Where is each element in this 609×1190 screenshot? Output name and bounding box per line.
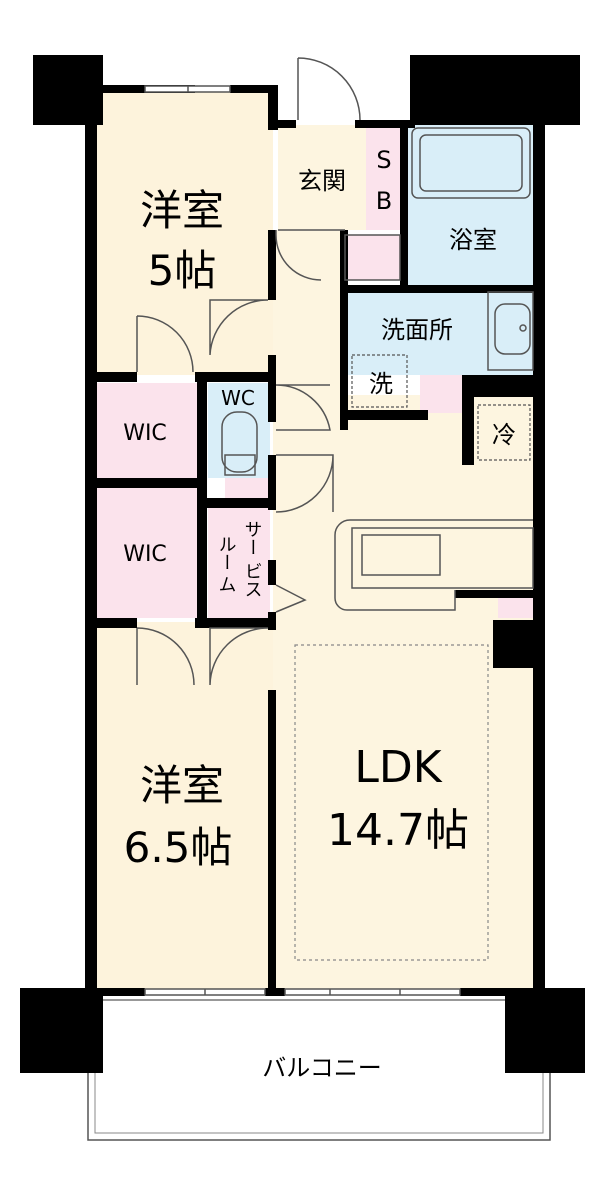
western-room-2-size: 6.5帖 bbox=[124, 823, 233, 872]
ldk-rug bbox=[294, 644, 489, 961]
entrance-floor bbox=[278, 125, 366, 230]
hall-lines bbox=[278, 229, 401, 281]
service-room-label-line-4: ム bbox=[216, 575, 237, 593]
wic-2-label: WIC bbox=[123, 542, 167, 567]
entrance-label: 玄関 bbox=[298, 167, 346, 195]
wash-basin bbox=[487, 291, 534, 371]
wic-1-label: WIC bbox=[123, 421, 167, 446]
toilet-label: WC bbox=[221, 386, 255, 410]
pillar-bottom-right bbox=[505, 988, 585, 1073]
wic-1-floor bbox=[97, 383, 197, 478]
service-room-label-line-1: サー bbox=[242, 520, 263, 556]
pillar-kitchen bbox=[493, 620, 538, 668]
western-room-1-floor bbox=[93, 90, 273, 375]
western-room-1-size: 5帖 bbox=[148, 246, 217, 295]
washroom-label: 洗面所 bbox=[381, 316, 453, 344]
pillar-top-right bbox=[410, 55, 580, 125]
service-room-label-line-2: ビス bbox=[242, 562, 263, 598]
kitchen-counter bbox=[334, 519, 534, 611]
outer-walls bbox=[85, 55, 545, 996]
pillar-bottom-left bbox=[20, 988, 103, 1073]
washroom-closet-floor bbox=[420, 375, 462, 413]
bathroom-floor bbox=[403, 125, 538, 290]
fridge-space bbox=[477, 404, 531, 461]
western-room-1-name: 洋室 bbox=[140, 186, 224, 235]
western-room-2-floor bbox=[93, 622, 273, 992]
service-room-floor bbox=[208, 508, 270, 620]
shoe-box-label-b: B bbox=[376, 187, 392, 215]
washer-pan bbox=[351, 354, 408, 408]
toilet-fixture bbox=[221, 411, 258, 476]
service-room-label: サー ビス ルー ム bbox=[216, 520, 263, 598]
ldk-name: LDK bbox=[354, 742, 442, 793]
wic-2-floor bbox=[97, 488, 197, 618]
washer-label: 洗 bbox=[369, 370, 393, 398]
balcony-label: バルコニー bbox=[262, 1054, 382, 1082]
western-room-2-name: 洋室 bbox=[140, 761, 224, 810]
fridge-label: 冷 bbox=[492, 421, 516, 449]
toilet-closet-floor bbox=[225, 478, 270, 498]
interior-walls bbox=[97, 120, 540, 990]
shoe-box-label-s: S bbox=[376, 146, 391, 174]
windows bbox=[144, 85, 461, 996]
hall-closet-floor bbox=[345, 235, 400, 280]
ldk-size: 14.7帖 bbox=[327, 805, 469, 856]
toilet-floor bbox=[208, 383, 270, 478]
balcony-area bbox=[87, 999, 551, 1141]
bathtub bbox=[411, 127, 531, 199]
service-room-label-line-3: ルー bbox=[216, 535, 237, 571]
kitchen-shelf-floor bbox=[498, 596, 533, 618]
bathroom-label: 浴室 bbox=[449, 226, 497, 254]
door-swings bbox=[136, 57, 361, 686]
shoe-box-floor bbox=[366, 125, 403, 230]
